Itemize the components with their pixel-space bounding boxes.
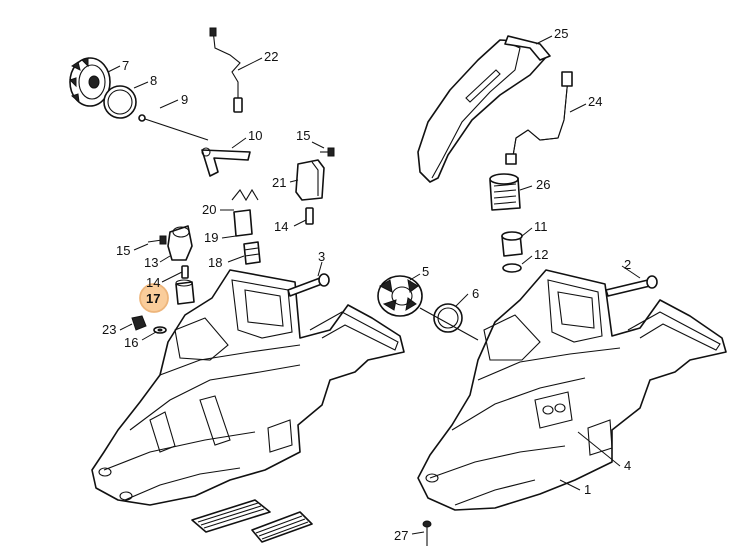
part-27-screw [422, 520, 432, 546]
callout-4: 4 [624, 458, 631, 473]
leader-lines [107, 35, 641, 535]
callout-2: 2 [624, 257, 631, 272]
callout-9: 9 [181, 92, 188, 107]
part-12-o-ring [502, 263, 522, 273]
part-14-pin-upper [305, 207, 314, 225]
callout-labels: 7 8 9 10 22 15 21 14 20 19 18 15 13 14 1… [102, 26, 631, 543]
callout-10: 10 [248, 128, 262, 143]
callout-3: 3 [318, 249, 325, 264]
part-14-pin-lower [181, 265, 189, 279]
callout-11: 11 [534, 219, 548, 234]
part-16-washer [153, 326, 167, 334]
callout-17: 17 [146, 291, 160, 306]
callout-8: 8 [150, 73, 157, 88]
part-3-bolt [287, 273, 330, 297]
callout-21: 21 [272, 175, 286, 190]
part-21-block [295, 159, 325, 201]
part-13-elbow [167, 225, 193, 261]
callout-22: 23 [102, 322, 116, 337]
part-22-nut [131, 315, 147, 331]
callout-12: 12 [534, 247, 548, 262]
left-housing [91, 269, 405, 506]
callout-15-top: 15 [296, 128, 310, 143]
callout-14-top: 14 [274, 219, 288, 234]
part-5-starter [377, 275, 423, 317]
callout-25: 26 [536, 177, 550, 192]
part-8-ring [103, 85, 137, 119]
callout-26: 25 [554, 26, 568, 41]
callout-19: 19 [204, 230, 218, 245]
callout-27: 27 [394, 528, 408, 543]
callout-7: 7 [122, 58, 129, 73]
callout-20: 20 [202, 202, 216, 217]
callout-16: 16 [124, 335, 138, 350]
part-19-block [233, 209, 253, 237]
part-15-screw-lower [147, 235, 167, 245]
callout-18: 18 [208, 255, 222, 270]
part-15-screw-top [320, 147, 335, 157]
callout-1: 1 [584, 482, 591, 497]
part-7-starter-pulley [69, 57, 111, 107]
part-11-fitting [501, 231, 523, 257]
handle-bar [417, 35, 551, 183]
part-23-fuel-hose [505, 71, 573, 165]
right-housing [417, 269, 727, 511]
callout-23: 24 [588, 94, 602, 109]
highlight-marker-17 [139, 283, 169, 313]
callout-5: 5 [422, 264, 429, 279]
part-6-ring [419, 303, 479, 341]
callout-6: 6 [472, 286, 479, 301]
part-25-fuel-filter [489, 173, 521, 211]
callout-14-lower: 14 [146, 275, 160, 290]
part-24-choke-rod [209, 27, 243, 113]
part-17-sleeve [175, 279, 195, 305]
grip-pads [191, 499, 313, 543]
part-10-bracket [201, 147, 251, 177]
part-9-rod [138, 114, 209, 141]
callout-13: 13 [144, 255, 158, 270]
part-20-clip [231, 188, 259, 202]
part-18-grommet [243, 241, 261, 265]
callout-24: 22 [264, 49, 278, 64]
part-2-bolt [605, 275, 658, 297]
callout-15-lower: 15 [116, 243, 130, 258]
